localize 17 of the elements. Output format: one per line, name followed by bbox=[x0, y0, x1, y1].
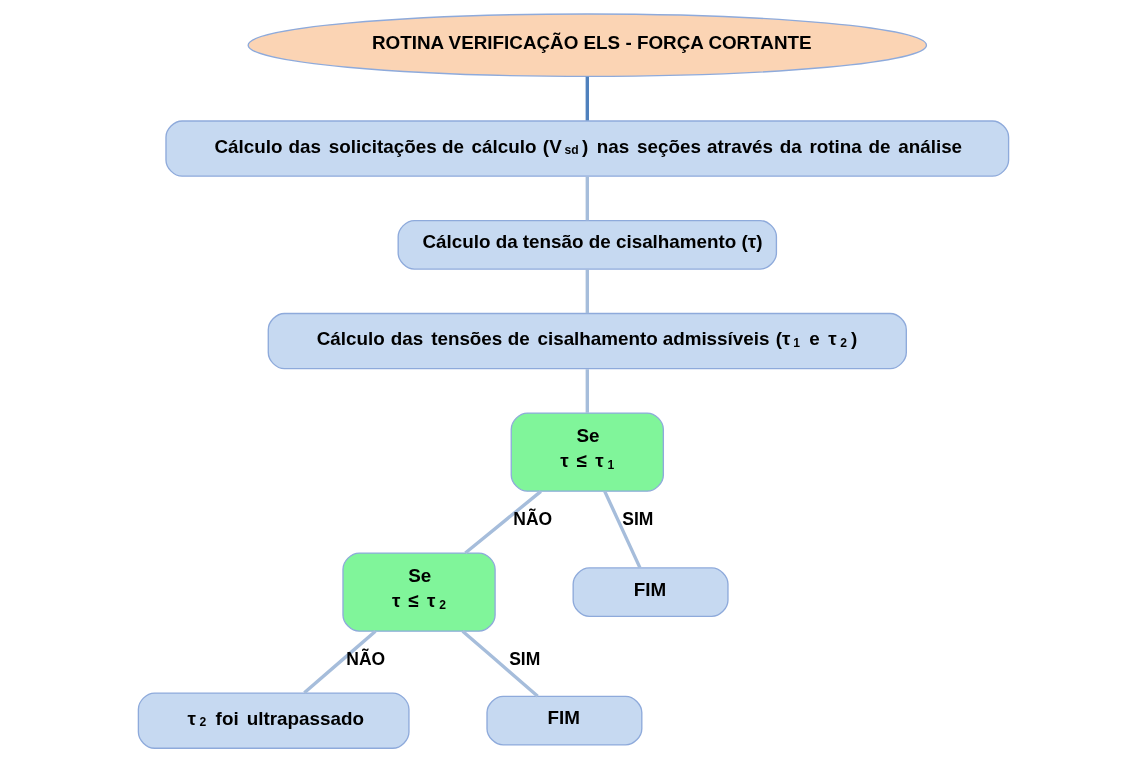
connector bbox=[303, 629, 377, 695]
edge-label: SIM bbox=[509, 649, 541, 670]
connector bbox=[585, 176, 589, 221]
connector bbox=[461, 629, 539, 698]
node-box: FIM bbox=[572, 567, 729, 617]
edge-label: SIM bbox=[622, 509, 654, 530]
node-ellipse: ROTINA VERIFICAÇÃO ELS - FORÇA CORTANTE bbox=[247, 13, 928, 78]
node-box: Cálculo da tensão de cisalhamento (τ) bbox=[397, 219, 778, 270]
edge-label: NÃO bbox=[346, 649, 386, 670]
node-box: Cálculo das solicitações de cálculo (Vsd) nas seções através da rotina de análise bbox=[165, 120, 1010, 177]
connector bbox=[585, 76, 589, 121]
connector bbox=[585, 369, 589, 413]
connector bbox=[585, 269, 589, 314]
node-box: FIM bbox=[486, 695, 643, 746]
connector bbox=[464, 490, 542, 555]
connector bbox=[603, 490, 642, 569]
edge-label: NÃO bbox=[513, 509, 553, 530]
